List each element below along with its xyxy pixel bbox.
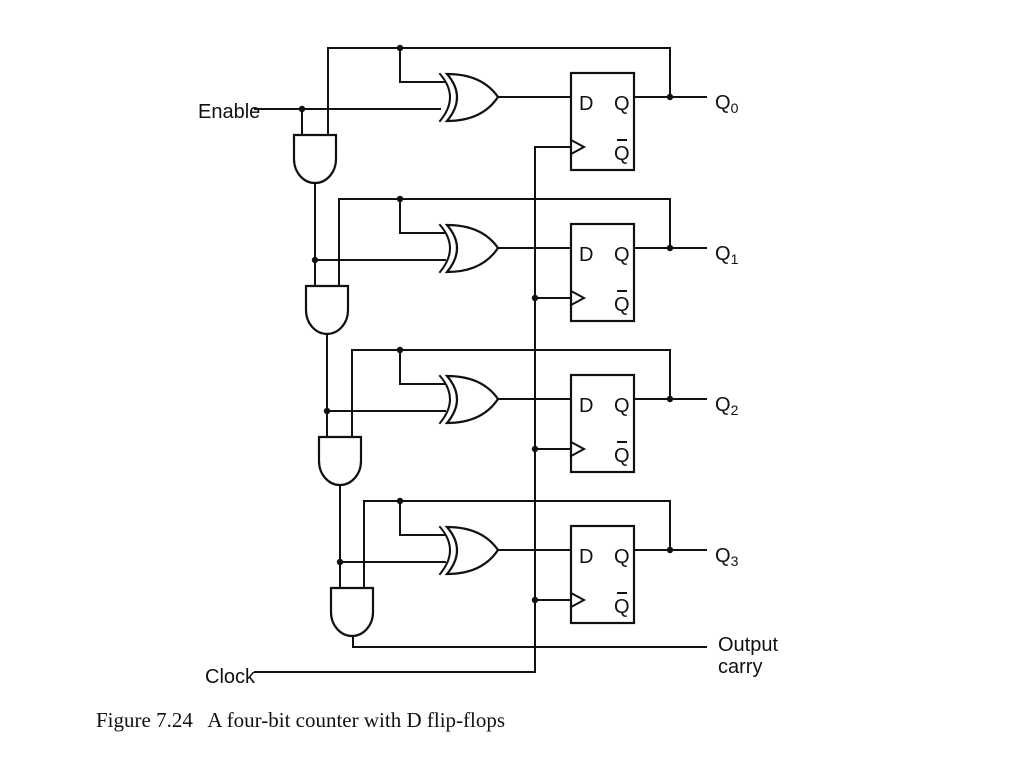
xor-gate (438, 374, 500, 425)
output-label-q2: Q2 (715, 394, 739, 418)
xor-back-arc (438, 72, 451, 123)
figure-caption: Figure 7.24 A four-bit counter with D fl… (96, 708, 506, 732)
clock-junction-dot (531, 445, 539, 453)
output-carry-label-line1: Output (718, 634, 778, 656)
stage-wires (323, 346, 707, 453)
clock-triangle (569, 289, 587, 307)
xor-body (444, 374, 500, 425)
pin-d-label: D (579, 546, 593, 568)
output-carry-line (352, 634, 707, 648)
clock-line (254, 146, 536, 673)
flipflop-box (569, 373, 636, 474)
carry-junction-dot (336, 558, 344, 566)
stage-wires (327, 44, 707, 148)
and-gate (329, 586, 375, 638)
pin-d-label: D (579, 395, 593, 417)
xor-gate (438, 525, 500, 576)
xor-upper-input-wire (399, 47, 446, 83)
xor-upper-input-wire (399, 500, 446, 536)
stage-wires (311, 195, 707, 302)
xor-body (444, 525, 500, 576)
output-carry-label-line2: carry (718, 656, 762, 678)
feedback-wire (327, 47, 671, 98)
pin-qbar-label: Q (614, 143, 630, 165)
xor-gate (438, 223, 500, 274)
xor-upper-input-wire (399, 349, 446, 385)
enable-line (254, 105, 441, 136)
feedback-wire (338, 198, 671, 249)
clock-junction-dot (531, 596, 539, 604)
flipflop-box (569, 71, 636, 172)
clock-triangle (569, 591, 587, 609)
output-label-q1: Q1 (715, 243, 739, 267)
and-chain-wires (314, 182, 341, 589)
carry-junction-dot (311, 256, 319, 264)
carry-junction-dot (323, 407, 331, 415)
enable-label: Enable (198, 101, 260, 123)
flipflop-box (569, 524, 636, 625)
pin-qbar-label: Q (614, 445, 630, 467)
output-label-q0: Q0 (715, 92, 739, 116)
and-gate (304, 284, 350, 336)
pin-q-label: Q (614, 93, 630, 115)
xor-body (444, 72, 500, 123)
clock-triangle (569, 440, 587, 458)
flipflop-box (569, 222, 636, 323)
pin-q-label: Q (614, 546, 630, 568)
pin-qbar-label: Q (614, 596, 630, 618)
output-label-q3: Q3 (715, 545, 739, 569)
and-gate (317, 435, 363, 487)
xor-back-arc (438, 374, 451, 425)
pin-d-label: D (579, 93, 593, 115)
feedback-wire (351, 349, 671, 400)
stage-wires (336, 497, 707, 604)
pin-d-label: D (579, 244, 593, 266)
xor-back-arc (438, 525, 451, 576)
pin-q-label: Q (614, 395, 630, 417)
xor-gate (438, 72, 500, 123)
xor-body (444, 223, 500, 274)
xor-back-arc (438, 223, 451, 274)
feedback-wire (363, 500, 671, 551)
clock-junction-dot (531, 294, 539, 302)
clock-triangle (569, 138, 587, 156)
clock-label: Clock (205, 666, 256, 688)
pin-q-label: Q (614, 244, 630, 266)
xor-upper-input-wire (399, 198, 446, 234)
and-gate (292, 133, 338, 185)
pin-qbar-label: Q (614, 294, 630, 316)
